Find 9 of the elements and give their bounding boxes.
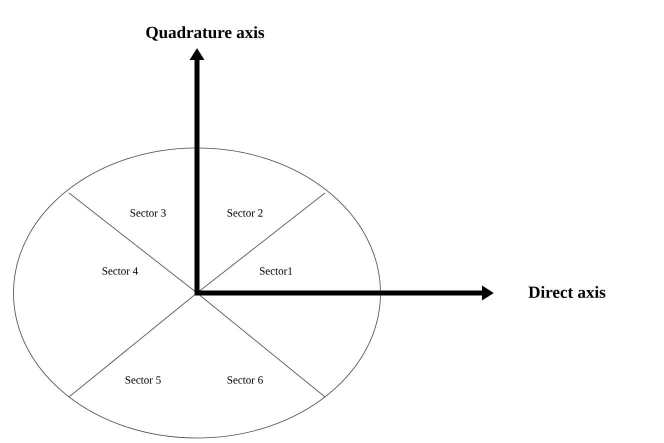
sector-label: Sector 3	[130, 209, 166, 217]
sector-label: Sector 6	[228, 376, 263, 384]
sector-label: Sector 4	[102, 267, 138, 275]
sector-label: Sector1	[260, 267, 292, 275]
axis-label: Direct axis	[528, 286, 606, 298]
sector-label: Sector 5	[126, 376, 161, 384]
sector-label: Sector 2	[228, 209, 263, 217]
sector-ellipse	[13, 148, 381, 438]
axis-label: Quadrature axis	[146, 26, 264, 41]
